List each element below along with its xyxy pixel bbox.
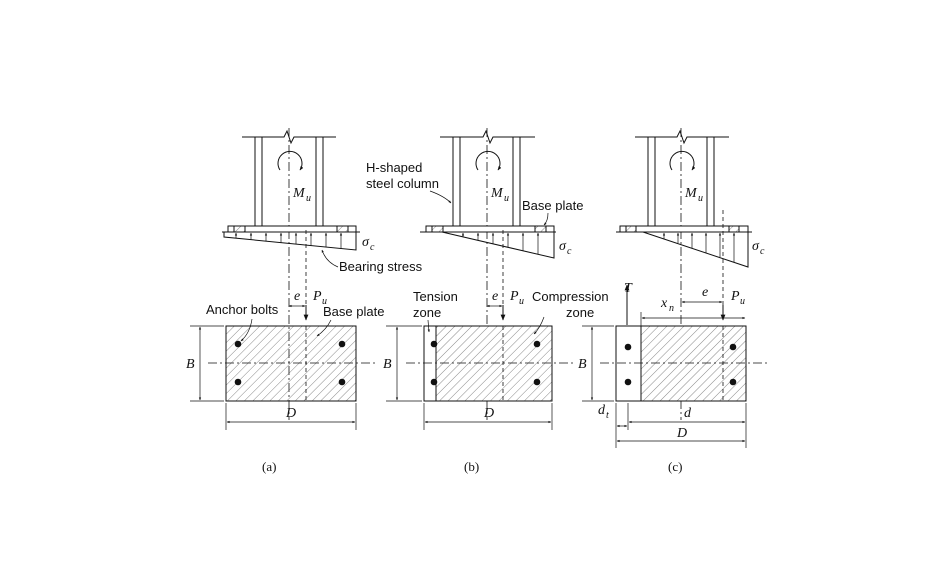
anchor-bolts-label: Anchor bolts [206,302,279,317]
compression-zone-label: Compression [532,289,609,304]
bearing-stress-label: Bearing stress [339,259,423,274]
svg-text:B: B [383,357,392,372]
svg-text:c: c [567,246,572,257]
tension-zone-label: Tension [413,289,458,304]
anchor-bolt [338,340,346,348]
svg-text:D: D [285,406,296,421]
svg-text:B: B [186,357,195,372]
svg-text:x: x [660,296,668,311]
h-column-label: H-shaped [366,160,422,175]
moment-arrow-b [475,150,502,171]
svg-text:zone: zone [413,305,441,320]
svg-text:d: d [598,403,606,418]
base-plate-plan-a [225,325,357,402]
anchor-bolt [533,340,541,348]
anchor-bolt [624,378,632,386]
bearing-stress-b [441,231,555,259]
svg-text:u: u [306,193,311,204]
svg-text:e: e [702,285,708,300]
svg-text:zone: zone [566,305,594,320]
svg-text:e: e [492,289,498,304]
caption-b: (b) [464,459,479,474]
svg-text:e: e [294,289,300,304]
anchor-bolt [624,343,632,351]
anchor-bolt [430,340,438,348]
caption-a: (a) [262,459,276,474]
svg-text:D: D [676,426,687,441]
svg-text:B: B [578,357,587,372]
moment-arrow-a [277,150,304,171]
svg-text:c: c [370,242,375,253]
svg-text:D: D [483,406,494,421]
anchor-bolt [430,378,438,386]
svg-text:P: P [730,289,740,304]
base-plate-label-a: Base plate [323,304,384,319]
panel-a: M u σ c Bearing stress P u e [186,128,423,474]
compression-zone-c [640,325,747,402]
panel-c: M u σ c P u e T x n [578,128,770,474]
svg-text:u: u [740,296,745,307]
bearing-stress-a [223,232,357,251]
svg-text:c: c [760,246,765,257]
svg-text:t: t [606,410,609,421]
svg-text:u: u [504,193,509,204]
h-column-c [635,129,729,228]
anchor-bolt [729,343,737,351]
svg-text:d: d [684,406,692,421]
compression-zone-b [435,325,553,402]
svg-text:M: M [490,186,504,201]
caption-c: (c) [668,459,682,474]
svg-text:σ: σ [752,239,760,254]
svg-text:steel column: steel column [366,176,439,191]
svg-text:σ: σ [362,235,370,250]
moment-symbol-a: M [292,186,306,201]
svg-text:σ: σ [559,239,567,254]
anchor-bolt [338,378,346,386]
svg-text:P: P [509,289,519,304]
svg-text:n: n [669,303,674,314]
anchor-bolt [533,378,541,386]
moment-arrow-c [669,150,696,171]
anchor-bolt [234,340,242,348]
svg-text:u: u [698,193,703,204]
panel-b: M u σ c H-shaped steel column Base plate… [366,128,609,474]
base-plate-label-b: Base plate [522,198,583,213]
svg-text:M: M [684,186,698,201]
anchor-bolt [234,378,242,386]
svg-text:T: T [624,281,633,296]
anchor-bolt [729,378,737,386]
svg-text:u: u [519,296,524,307]
svg-text:u: u [322,296,327,307]
svg-text:P: P [312,289,322,304]
bearing-stress-c [642,231,749,268]
h-column-b [440,129,535,228]
